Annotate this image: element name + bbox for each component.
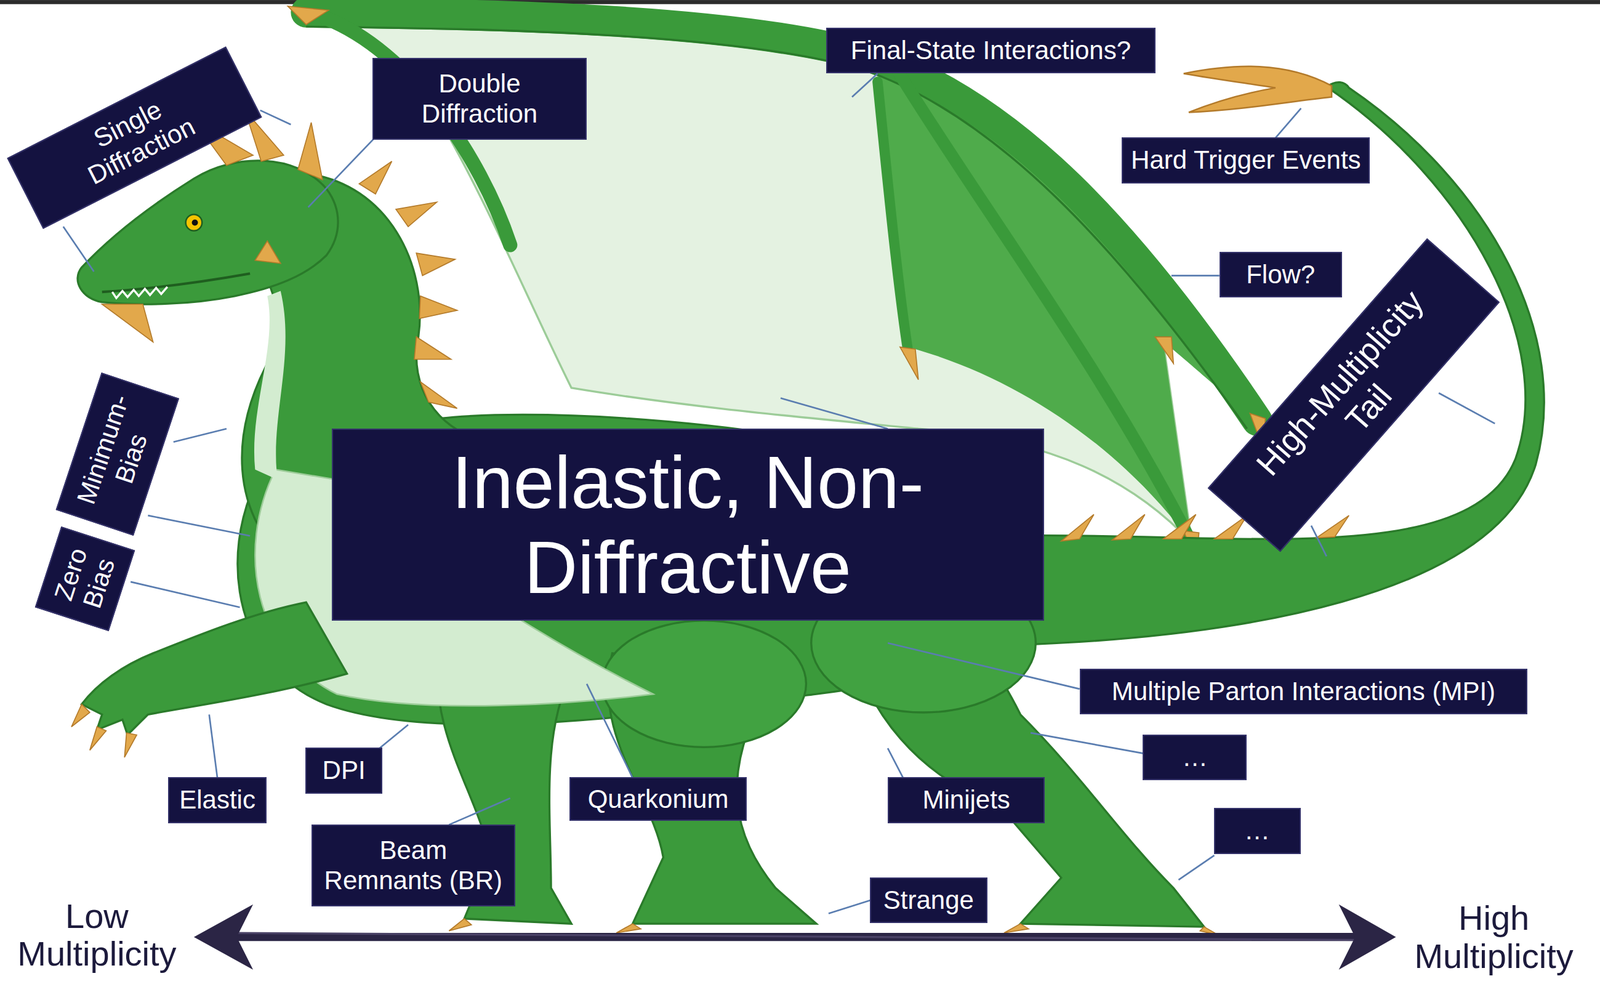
callout-text: Strange — [883, 885, 974, 915]
claw — [71, 704, 90, 727]
neck-spike — [358, 161, 392, 194]
leader-line — [379, 724, 409, 748]
leader-line — [780, 398, 888, 430]
claw — [616, 923, 641, 933]
cheek-spike — [254, 240, 281, 263]
callout-box: Elastic — [168, 776, 268, 824]
top-bar — [0, 0, 1600, 5]
callout-text: Minijets — [922, 784, 1010, 815]
callout-box: Single Diffraction — [6, 46, 263, 230]
horn — [297, 122, 323, 180]
callout-text: Inelastic, Non-Diffractive — [410, 439, 965, 610]
leader-line — [1030, 732, 1143, 753]
leader-line — [887, 747, 904, 778]
multiplicity-arrow-shaft — [229, 932, 1368, 941]
callout-text: Multiple Parton Interactions (MPI) — [1111, 676, 1496, 707]
callout-text: Single Diffraction — [49, 75, 220, 201]
callout-text: Flow? — [1246, 259, 1315, 290]
leader-line — [1178, 855, 1215, 880]
callout-text: Beam Remnants (BR) — [320, 835, 506, 896]
callout-text: … — [1181, 742, 1208, 772]
wing-arm — [305, 12, 1258, 421]
wing-claw — [287, 6, 329, 25]
wing-claw — [900, 347, 919, 380]
callout-text: Zero Bias — [46, 537, 124, 620]
callout-box: Strange — [869, 877, 988, 924]
tail-spike — [1061, 514, 1094, 541]
multiplicity-arrow-texture — [229, 932, 1368, 941]
leader-line — [63, 226, 95, 272]
leader-line — [1171, 274, 1220, 277]
leader-line — [586, 683, 633, 778]
leader-line — [209, 714, 218, 778]
leader-line — [448, 797, 510, 825]
axis-label: Low Multiplicity — [1, 896, 192, 973]
leader-line — [1311, 525, 1327, 557]
callout-box: Minijets — [887, 776, 1045, 824]
leader-line — [1275, 108, 1301, 138]
callout-text: High-Multiplicity Tail — [1233, 265, 1474, 524]
reaching-leg — [81, 602, 348, 735]
mouth — [102, 273, 250, 292]
callout-text: Minimum-Bias — [69, 385, 165, 522]
callout-text: DPI — [322, 755, 366, 785]
callout-box: … — [1142, 734, 1247, 781]
tail-tip — [1183, 66, 1332, 113]
claw — [124, 732, 137, 758]
callout-box: DPI — [305, 747, 382, 794]
callout-text: Elastic — [179, 784, 256, 815]
callout-text: … — [1244, 815, 1271, 846]
leader-line — [130, 581, 240, 608]
leader-line — [1438, 392, 1495, 424]
leader-line — [308, 132, 380, 208]
claw — [89, 726, 107, 750]
callout-box: Multiple Parton Interactions (MPI) — [1079, 668, 1528, 715]
leader-line — [828, 900, 871, 914]
callout-box: Inelastic, Non-Diffractive — [331, 428, 1045, 621]
wing-arm-shade — [305, 26, 1247, 429]
neck-spike — [420, 381, 458, 409]
callout-text: Quarkonium — [587, 784, 729, 814]
beard — [102, 304, 154, 342]
teeth — [112, 286, 168, 298]
tail-spike — [1214, 515, 1247, 539]
leader-line — [887, 642, 1080, 689]
callout-box: … — [1214, 807, 1301, 854]
wing-bone — [877, 81, 909, 353]
neck-spike — [395, 201, 437, 227]
tail — [1010, 82, 1544, 646]
wing-claw — [1154, 336, 1174, 364]
tail-spike — [1316, 515, 1349, 538]
neck-spike — [416, 253, 455, 276]
axis-label: High Multiplicity — [1399, 898, 1589, 975]
leader-line — [173, 428, 227, 443]
neck-spike — [414, 336, 452, 359]
claw — [1004, 923, 1029, 933]
callout-box: Quarkonium — [569, 776, 747, 821]
callout-box: Final-State Interactions? — [826, 27, 1156, 74]
leader-line — [147, 515, 250, 536]
callout-box: Minimum-Bias — [56, 372, 180, 536]
eye — [185, 214, 203, 231]
callout-box: Beam Remnants (BR) — [311, 824, 516, 907]
callout-text: Hard Trigger Events — [1130, 145, 1362, 175]
arrow-head — [1338, 904, 1397, 970]
callout-box: Zero Bias — [34, 526, 135, 632]
arrow-head — [193, 904, 254, 970]
claw — [448, 918, 471, 931]
leader-line — [260, 110, 292, 125]
callout-box: Flow? — [1219, 251, 1343, 298]
neck-front — [254, 290, 286, 480]
callout-box: Double Diffraction — [372, 57, 587, 140]
callout-text: Double Diffraction — [399, 68, 560, 129]
leader-line — [852, 73, 878, 97]
pupil — [192, 219, 199, 226]
callout-text: Final-State Interactions? — [850, 35, 1131, 66]
callout-box: Hard Trigger Events — [1121, 137, 1370, 184]
tail-spike — [1163, 514, 1197, 539]
tail-spike — [1112, 514, 1146, 540]
neck-spike — [419, 296, 457, 319]
